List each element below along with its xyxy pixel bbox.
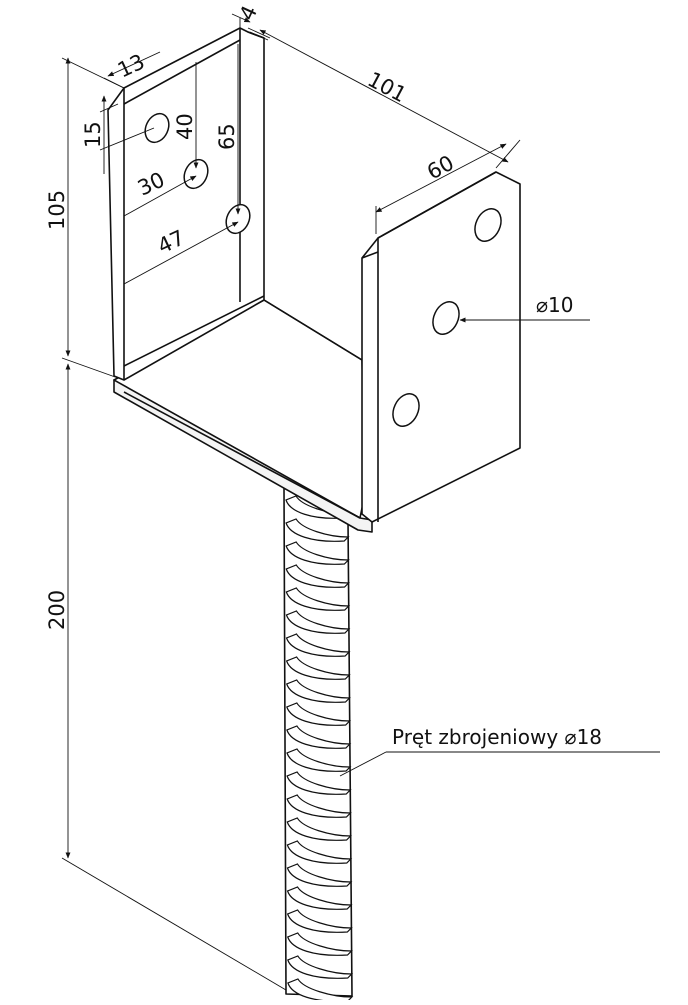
left-plate-hole-2	[183, 158, 209, 190]
rebar-rib	[285, 564, 350, 588]
rebar-rib	[286, 702, 352, 726]
rebar-rib	[285, 656, 351, 680]
rebar-rib	[286, 794, 352, 818]
right-side-plate	[361, 171, 521, 523]
dim-101-label: 101	[364, 67, 411, 107]
dim-15-label: 15	[81, 121, 105, 148]
rebar-rib	[285, 610, 351, 634]
rebar-rib	[287, 978, 354, 1002]
right-plate-hole-3	[392, 393, 420, 427]
rebar-rib	[286, 840, 353, 864]
rebar	[283, 487, 354, 1002]
dim-40-label: 40	[173, 113, 197, 140]
rebar-ribs	[285, 495, 354, 1002]
dimension-lines	[61, 13, 660, 991]
dim-105-label: 105	[45, 190, 69, 230]
rebar-rib	[286, 771, 352, 795]
rebar-rib	[285, 587, 351, 611]
rebar-rib	[285, 518, 350, 542]
rebar-callout: Pręt zbrojeniowy ⌀18	[392, 725, 602, 749]
rebar-rib	[286, 932, 353, 956]
rebar-rib	[286, 817, 353, 841]
rebar-rib	[286, 886, 353, 910]
rebar-rib	[286, 725, 352, 749]
rebar-rib	[286, 863, 353, 887]
rebar-rib	[286, 748, 352, 772]
rebar-rib	[286, 909, 353, 933]
right-plate-hole-2	[432, 301, 460, 335]
rebar-rib	[287, 955, 354, 979]
rebar-rib	[285, 633, 351, 657]
base-plate	[113, 299, 373, 533]
dim-200-label: 200	[45, 590, 69, 630]
dim-60-label: 60	[423, 151, 458, 185]
rebar-rib	[285, 541, 350, 565]
dim-65-label: 65	[215, 123, 239, 150]
rebar-rib	[285, 679, 351, 703]
hole-diameter-callout: ⌀10	[536, 293, 574, 317]
left-plate-hole-1	[144, 112, 170, 144]
dim-4-label: 4	[235, 2, 262, 24]
